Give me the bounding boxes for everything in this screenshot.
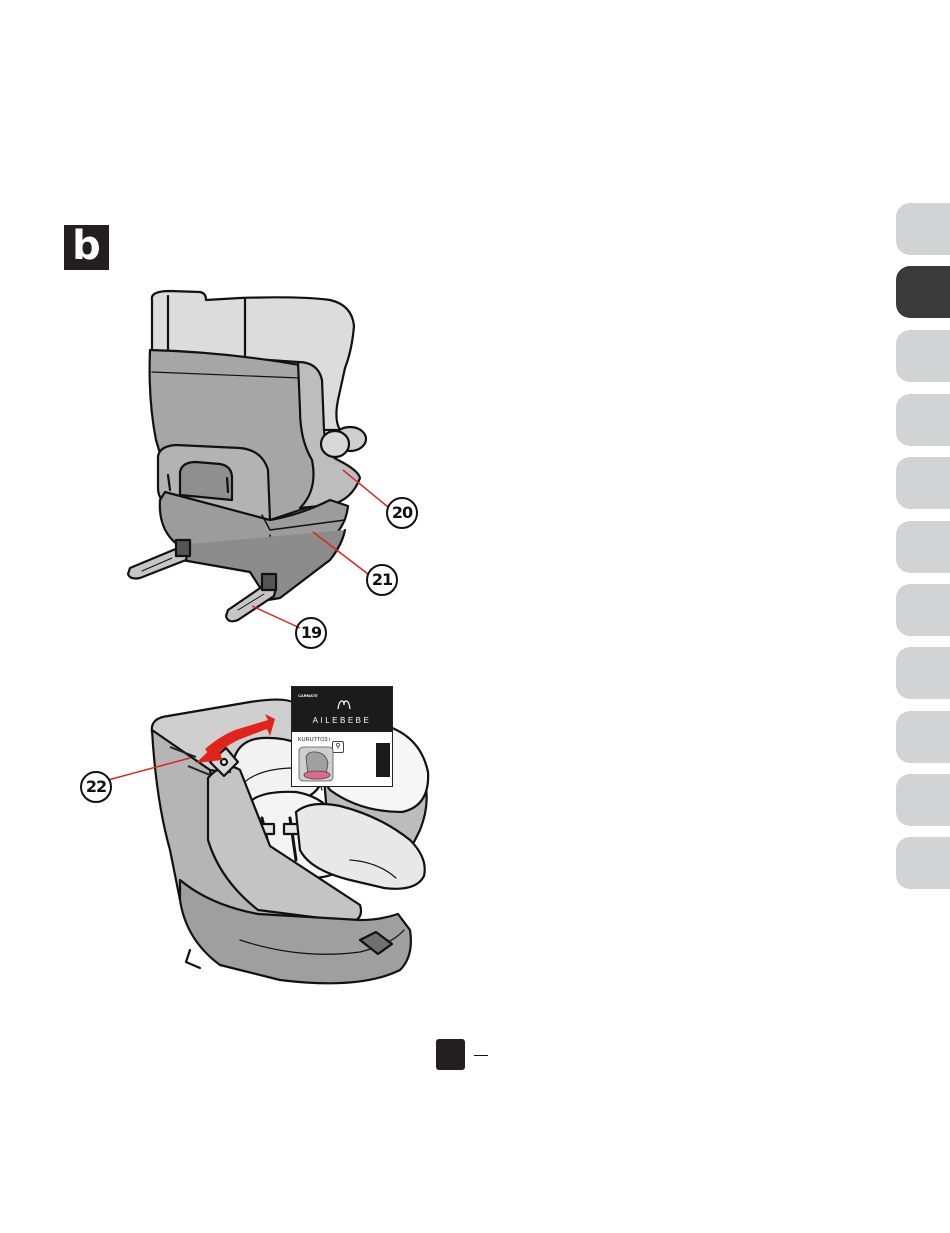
seat-rear-illustration [128, 291, 366, 621]
callout-22: 22 [80, 771, 112, 803]
callout-21: 21 [366, 564, 398, 596]
callout-19: 19 [295, 617, 327, 649]
label-brand: AILEBEBE [292, 716, 392, 725]
page-number-marker [436, 1039, 465, 1070]
label-model: KURUTTO3 i [298, 737, 330, 743]
label-dark-bar [376, 743, 390, 777]
callout-20: 20 [386, 497, 418, 529]
label-seat-icon [298, 745, 336, 783]
brand-logo-icon [337, 700, 351, 710]
label-brand-small: CARMATE [298, 693, 318, 698]
seat-label-card: CARMATE AILEBEBE KURUTTO3 i ⚲ [291, 686, 393, 787]
page-dash [474, 1055, 488, 1056]
